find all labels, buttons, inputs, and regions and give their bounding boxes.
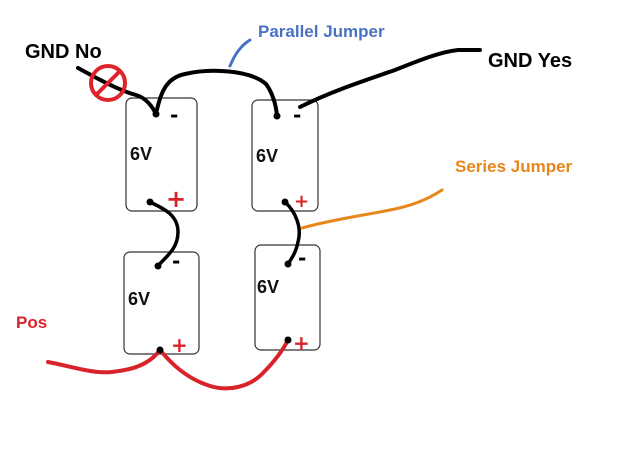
series-jumper-wire <box>283 200 301 266</box>
terminal-dot <box>154 262 162 270</box>
negative-terminal-sign: - <box>293 103 301 127</box>
prohibited-icon <box>89 64 127 102</box>
terminal-dot <box>281 198 289 206</box>
terminal-dot <box>146 198 154 206</box>
battery-bottom-left: 6V - + <box>123 249 200 357</box>
left-series-link-wire <box>148 200 180 268</box>
battery-voltage-label: 6V <box>256 146 278 166</box>
battery-voltage-label: 6V <box>130 144 152 164</box>
gnd-no-wire <box>76 66 158 116</box>
gnd-yes-label: GND Yes <box>488 50 572 72</box>
series-jumper-pointer <box>300 188 444 230</box>
terminal-dot <box>284 336 292 344</box>
series-jumper-label: Series Jumper <box>455 157 573 176</box>
negative-terminal-sign: - <box>172 249 180 273</box>
positive-terminal-sign: + <box>294 191 309 212</box>
battery-bottom-right: 6V - + <box>254 244 321 355</box>
positive-terminal-sign: + <box>171 333 188 357</box>
negative-terminal-sign: - <box>170 103 178 127</box>
gnd-yes-wire <box>298 48 482 109</box>
terminal-dot <box>156 346 164 354</box>
pos-wire <box>46 338 290 391</box>
battery-voltage-label: 6V <box>257 277 279 297</box>
positive-terminal-sign: + <box>166 185 186 213</box>
gnd-no-label: GND No <box>25 41 102 63</box>
battery-top-left: 6V - + <box>125 97 198 213</box>
terminal-dot <box>273 112 281 120</box>
negative-terminal-sign: - <box>298 246 306 270</box>
parallel-jumper-pointer <box>228 38 252 68</box>
terminal-dots <box>146 110 292 354</box>
terminal-dot <box>152 110 160 118</box>
terminal-dot <box>284 260 292 268</box>
parallel-jumper-wire <box>154 68 279 118</box>
positive-terminal-sign: + <box>293 331 310 355</box>
parallel-jumper-label: Parallel Jumper <box>258 22 385 41</box>
battery-top-right: 6V - + <box>251 99 319 212</box>
pos-label: Pos <box>16 313 47 332</box>
battery-voltage-label: 6V <box>128 289 150 309</box>
